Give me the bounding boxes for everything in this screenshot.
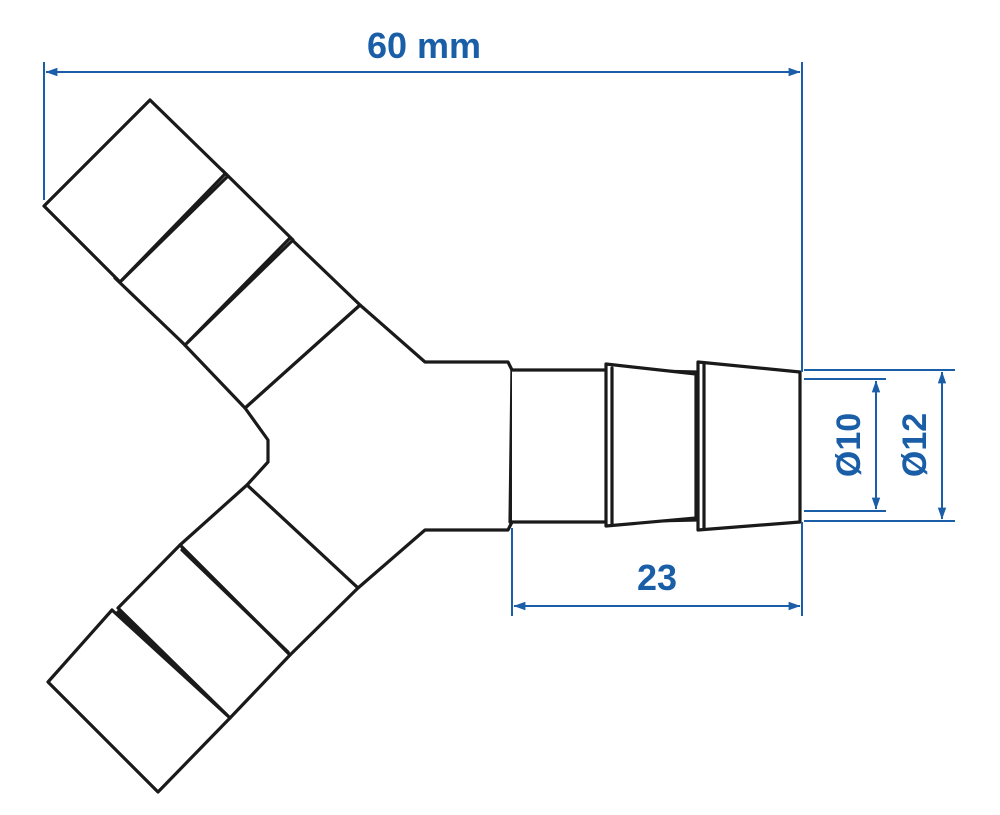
branch-length-dimension: 23 xyxy=(511,522,803,616)
y-connector-part xyxy=(42,98,802,794)
branch-length-label: 23 xyxy=(637,557,677,598)
connector-body xyxy=(243,303,514,590)
diameter-dimensions: Ø10 Ø12 xyxy=(804,369,955,522)
overall-width-label: 60 mm xyxy=(367,25,481,66)
upper-left-barb xyxy=(42,98,362,410)
lower-left-barb xyxy=(46,483,360,794)
right-barb xyxy=(508,360,802,532)
outer-diameter-label: Ø12 xyxy=(896,413,934,477)
inner-diameter-label: Ø10 xyxy=(830,413,868,477)
overall-width-dimension: 60 mm xyxy=(43,25,803,372)
